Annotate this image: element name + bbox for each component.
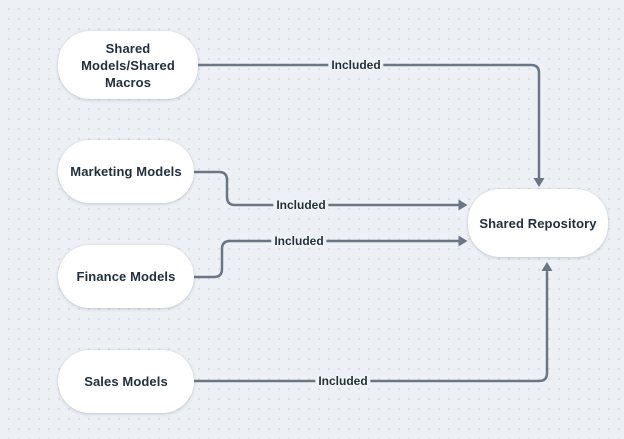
node-sales-models[interactable]: Sales Models (58, 350, 194, 413)
node-marketing-models[interactable]: Marketing Models (58, 140, 194, 203)
edge-sales-arrowhead-up (541, 262, 553, 271)
edge-marketing-arrowhead-right (458, 199, 468, 211)
edge-label-included-marketing: Included (273, 198, 329, 212)
node-shared-models-macros[interactable]: Shared Models/Shared Macros (58, 31, 198, 99)
edge-finance-arrowhead-right (458, 235, 468, 247)
node-label: Sales Models (84, 374, 168, 389)
node-label-line: Macros (104, 74, 152, 90)
edge-shared-models-to-repository (196, 63, 541, 181)
edge-label-included-shared-models: Included (328, 58, 384, 72)
node-label: Shared Models/Shared Macros (81, 40, 175, 91)
edge-label-included-sales: Included (315, 374, 371, 388)
node-label-line: Models/Shared (81, 57, 175, 73)
node-label: Marketing Models (70, 164, 182, 179)
node-finance-models[interactable]: Finance Models (58, 245, 194, 308)
edge-finance-to-repository (192, 239, 461, 279)
node-shared-repository[interactable]: Shared Repository (468, 189, 608, 257)
node-label: Finance Models (76, 269, 176, 284)
edge-marketing-to-repository (192, 170, 461, 207)
node-label: Shared Repository (479, 215, 597, 231)
edge-shared-models-arrowhead-down (533, 178, 545, 187)
node-label-line: Shared (105, 40, 151, 56)
edge-label-included-finance: Included (271, 234, 327, 248)
edge-sales-to-repository (192, 270, 549, 383)
